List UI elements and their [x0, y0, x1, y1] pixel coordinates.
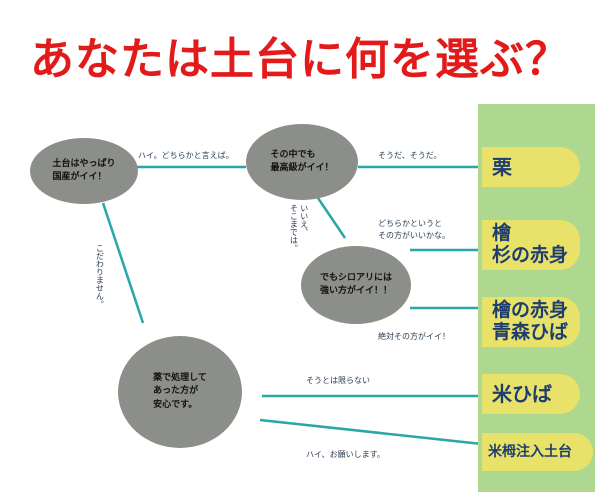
node-domestic-text: 土台はやっぱり 国産がイイ！: [52, 158, 116, 182]
label-no-not-that-far: いいえ、 そこまでは。: [289, 204, 309, 252]
node-termite: でもシロアリには 強い方がイイ！！: [301, 246, 411, 324]
answer-hinoki-heart-text: 檜の赤身: [492, 299, 569, 322]
connector-chemical-to-treated: [259, 418, 483, 446]
connector-top-to-termite: [316, 197, 347, 239]
answer-chestnut-text: 栗: [492, 154, 512, 179]
node-domestic: 土台はやっぱり 国産がイイ！: [30, 138, 138, 204]
label-not-necessarily: そうとは限らない: [306, 376, 370, 385]
label-not-particular: こだわりません。: [95, 244, 105, 308]
page-title: あなたは土台に何を選ぶ？: [30, 34, 570, 85]
answer-hinoki-text: 檜: [492, 222, 512, 245]
node-chemical-text: 薬で処理して あった方が 安心です。: [153, 373, 207, 410]
label-yes-either: ハイ。どちらかと言えば。: [138, 151, 234, 160]
answer-hinoki-aomori: 檜の赤身 青森ひば: [482, 297, 580, 347]
node-top-grade: その中でも 最高級がイイ！: [246, 124, 358, 200]
answer-beihiba-text: 米ひば: [492, 381, 552, 406]
answer-chestnut: 栗: [482, 147, 580, 187]
answer-treated-sill: 米栂注入土台: [482, 433, 593, 471]
label-rather-either: どちらかというと その方がいいかな。: [378, 219, 450, 240]
answer-beihiba: 米ひば: [482, 374, 580, 414]
label-thats-right: そうだ、そうだ。: [378, 151, 442, 160]
node-termite-text: でもシロアリには 強い方がイイ！！: [319, 272, 392, 296]
label-yes-please: ハイ、お願いします。: [306, 450, 385, 459]
answer-aomori-hiba-text: 青森ひば: [492, 321, 569, 343]
answer-sugi-heart-text: 杉の赤身: [492, 244, 569, 266]
answer-treated-sill-text: 米栂注入土台: [488, 443, 572, 460]
answer-hinoki-sugi: 檜 杉の赤身: [482, 220, 580, 270]
node-top-grade-text: その中でも 最高級がイイ！: [270, 149, 334, 173]
connector-domestic-to-chemical: [101, 202, 145, 324]
label-absolutely: 絶対その方がイイ！: [378, 332, 450, 341]
node-chemical: 薬で処理して あった方が 安心です。: [118, 336, 242, 448]
